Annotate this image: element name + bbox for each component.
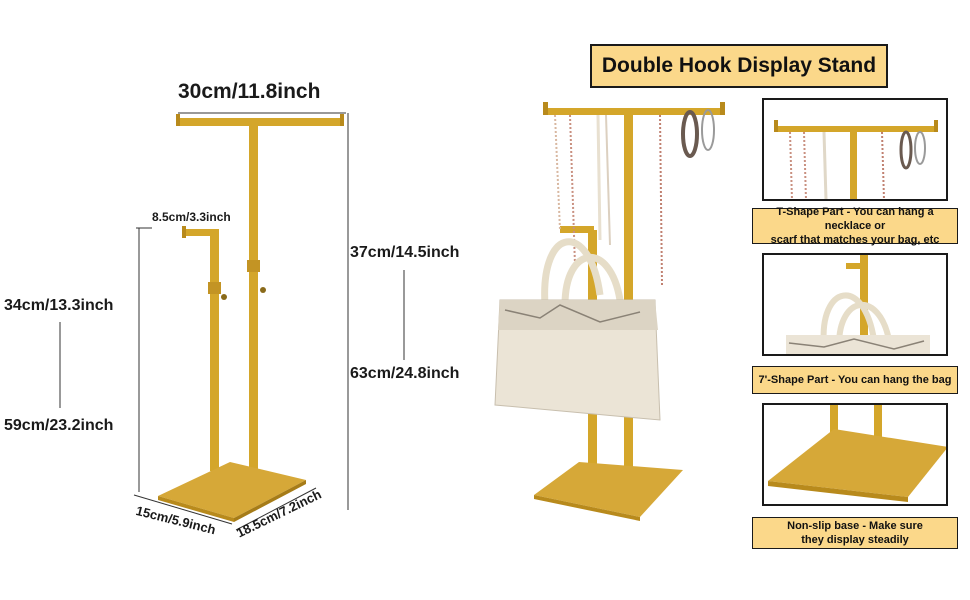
caption-line: 7'-Shape Part - You can hang the bag	[758, 374, 952, 386]
feature-panel-t-shape	[762, 98, 948, 201]
t-shape-closeup-image	[774, 120, 938, 199]
product-title: Double Hook Display Stand	[590, 44, 888, 88]
tall-height-min-label: 37cm/14.5inch	[350, 244, 460, 261]
top-width-label: 30cm/11.8inch	[178, 80, 321, 103]
feature-caption-base: Non-slip base - Make sure they display s…	[752, 517, 958, 549]
short-height-min-label: 34cm/13.3inch	[4, 297, 114, 314]
caption-line: scarf that matches your bag, etc	[770, 234, 940, 246]
caption-line: Non-slip base - Make sure	[787, 520, 923, 532]
base-closeup-image	[768, 405, 946, 502]
feature-panel-base	[762, 403, 948, 506]
feature-caption-7-shape: 7'-Shape Part - You can hang the bag	[752, 366, 958, 394]
bag-hook-closeup-image	[786, 255, 930, 354]
feature-caption-t-shape: T-Shape Part - You can hang a necklace o…	[752, 206, 958, 246]
short-height-max-label: 59cm/23.2inch	[4, 417, 114, 434]
tall-height-max-label: 63cm/24.8inch	[350, 365, 460, 382]
feature-panel-7-shape	[762, 253, 948, 356]
caption-line: T-Shape Part - You can hang a necklace o…	[776, 206, 934, 232]
caption-line: they display steadily	[801, 534, 909, 546]
hook-width-label: 8.5cm/3.3inch	[152, 210, 231, 224]
